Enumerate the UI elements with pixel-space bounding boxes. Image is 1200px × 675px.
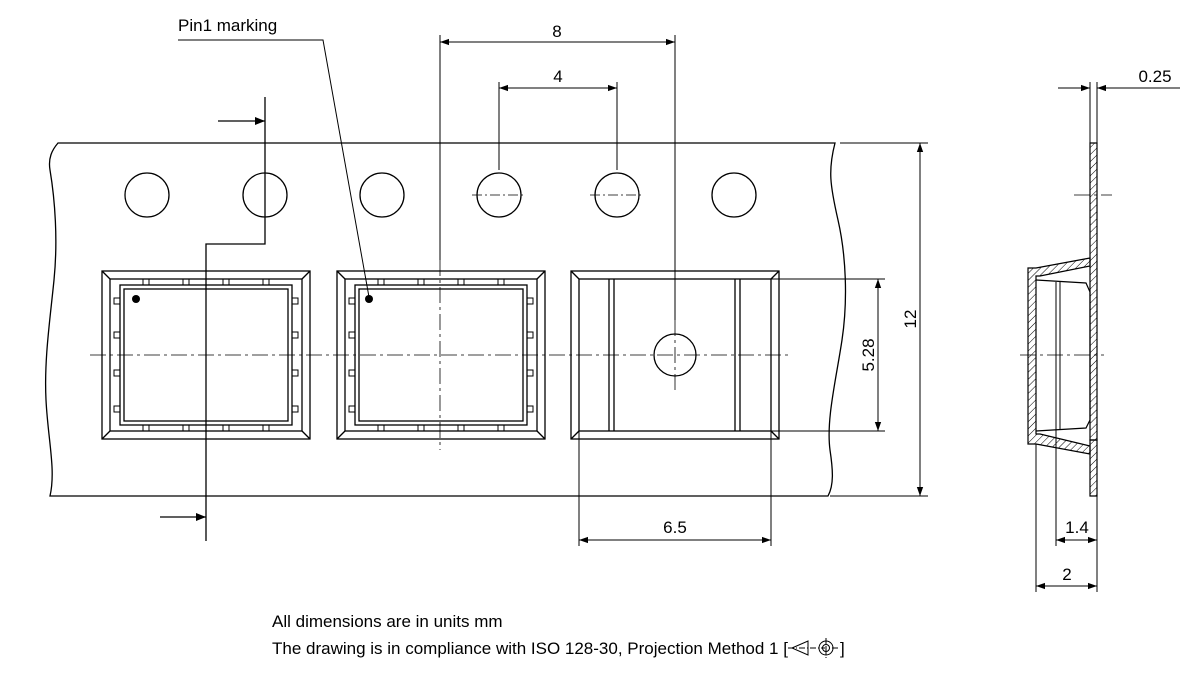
dim-sprocket-pitch-label: 4 [553,67,562,86]
dim-tape-width-label: 12 [901,310,920,329]
sprocket-hole [711,172,757,218]
side-section-view [1020,142,1112,497]
dim-pocket-depth-label: 1.4 [1065,518,1089,537]
dim-pocket-width [771,278,885,432]
dim-pocket-depth [1055,430,1098,546]
dim-pocket-width-label: 5.28 [859,338,878,371]
tape-cross-section-lower [1089,439,1098,497]
dim-overall-depth [1035,444,1098,592]
units-note: All dimensions are in units mm [272,612,503,631]
pin1-dot [365,295,373,303]
projection-note-prefix: The drawing is in compliance with ISO 12… [272,639,788,658]
tape-cross-section [1089,142,1098,441]
first-angle-projection-icon [787,638,838,658]
dim-pocket-length-label: 6.5 [663,518,687,537]
dim-tape-thickness [1058,82,1180,143]
dim-pocket-pitch [439,35,676,320]
dim-overall-depth-label: 2 [1062,565,1071,584]
component-leads [348,278,534,432]
projection-note-suffix: ] [839,639,845,658]
dim-tape-thickness-label: 0.25 [1138,67,1171,86]
dim-sprocket-pitch [498,82,618,170]
component-side [1035,279,1091,432]
section-line [160,97,266,541]
sprocket-hole [124,172,170,218]
dim-pocket-pitch-label: 8 [552,22,561,41]
pin1-marking-label: Pin1 marking [178,16,277,35]
dim-pocket-length [578,431,772,546]
tape-outline [44,142,847,497]
projection-note: The drawing is in compliance with ISO 12… [272,637,845,659]
carrier-tape [44,142,847,497]
sprocket-hole [359,172,405,218]
pin1-leader [178,39,370,298]
pocket-cross-section [1027,257,1091,455]
dim-tape-width [830,142,928,497]
pin1-dot [132,295,140,303]
component-leads [113,278,299,432]
